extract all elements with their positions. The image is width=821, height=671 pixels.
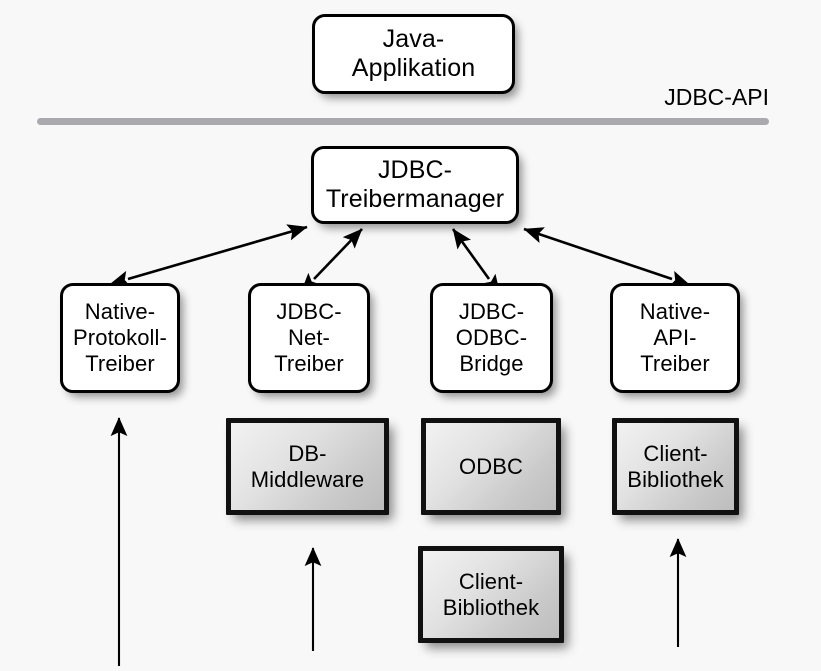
node-jdbc-odbc-bridge-label: JDBC- ODBC- Bridge bbox=[455, 299, 528, 376]
connector-driver-manager-native-api-treiber bbox=[523, 227, 691, 287]
node-client-bibliothek-right-label: Client- Bibliothek bbox=[627, 440, 724, 492]
node-client-bibliothek-center-label: Client- Bibliothek bbox=[442, 568, 540, 620]
node-client-bibliothek-center[interactable]: Client- Bibliothek bbox=[418, 546, 564, 643]
node-client-bibliothek-right[interactable]: Client- Bibliothek bbox=[612, 418, 739, 515]
node-native-protokoll-treiber-label: Native- Protokoll- Treiber bbox=[73, 299, 167, 376]
node-jdbc-net-treiber[interactable]: JDBC- Net- Treiber bbox=[248, 283, 370, 393]
node-native-api-treiber-label: Native- API- Treiber bbox=[639, 299, 711, 376]
node-java-application[interactable]: Java- Applikation bbox=[312, 14, 515, 94]
node-jdbc-odbc-bridge[interactable]: JDBC- ODBC- Bridge bbox=[430, 283, 553, 393]
connector-driver-manager-jdbc-net-treiber bbox=[300, 228, 363, 293]
connector-driver-manager-native-protokoll-treiber bbox=[109, 224, 308, 287]
node-jdbc-net-treiber-label: JDBC- Net- Treiber bbox=[274, 299, 344, 376]
node-odbc-label: ODBC bbox=[459, 453, 523, 479]
node-native-protokoll-treiber[interactable]: Native- Protokoll- Treiber bbox=[60, 283, 180, 393]
connector-driver-manager-jdbc-odbc-bridge bbox=[451, 228, 501, 295]
jdbc-api-label: JDBC-API bbox=[664, 84, 769, 110]
node-odbc[interactable]: ODBC bbox=[421, 418, 561, 515]
node-jdbc-treibermanager[interactable]: JDBC- Treibermanager bbox=[311, 146, 519, 224]
jdbc-api-divider-line bbox=[37, 118, 769, 125]
node-java-application-label: Java- Applikation bbox=[351, 24, 476, 83]
node-db-middleware[interactable]: DB- Middleware bbox=[226, 418, 389, 515]
node-jdbc-treibermanager-label: JDBC- Treibermanager bbox=[325, 155, 505, 214]
node-db-middleware-label: DB- Middleware bbox=[250, 440, 365, 492]
node-native-api-treiber[interactable]: Native- API- Treiber bbox=[610, 283, 740, 393]
